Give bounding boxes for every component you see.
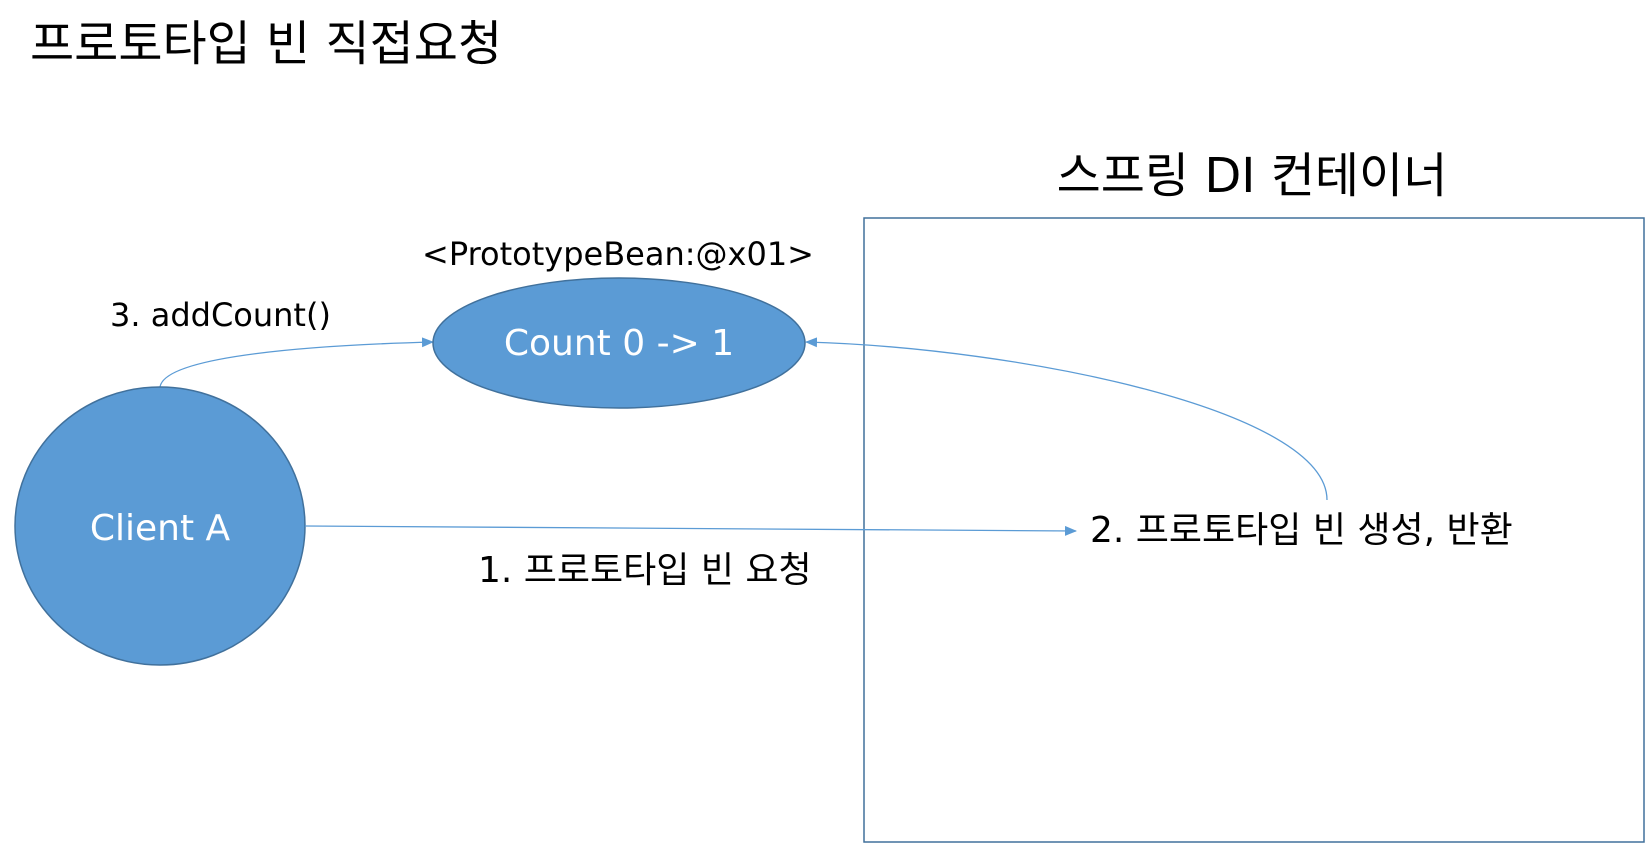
add-count-arrow [159, 337, 434, 388]
prototype-bean-node [432, 277, 806, 409]
client-a-label: Client A [90, 508, 231, 549]
bean-count-text: Count 0 -> 1 [504, 323, 734, 364]
bean-label: <PrototypeBean:@x01> [422, 235, 814, 273]
page-title: 프로토타입 빈 직접요청 [30, 16, 502, 72]
step-add-count-label: 3. addCount() [110, 296, 331, 334]
return-bean-arrow [805, 337, 1328, 501]
step-create-return-label: 2. 프로토타입 빈 생성, 반환 [1090, 510, 1513, 551]
container-label: 스프링 DI 컨테이너 [1057, 148, 1448, 204]
step-request-label: 1. 프로토타입 빈 요청 [478, 550, 812, 591]
request-bean-arrow [304, 525, 1077, 536]
